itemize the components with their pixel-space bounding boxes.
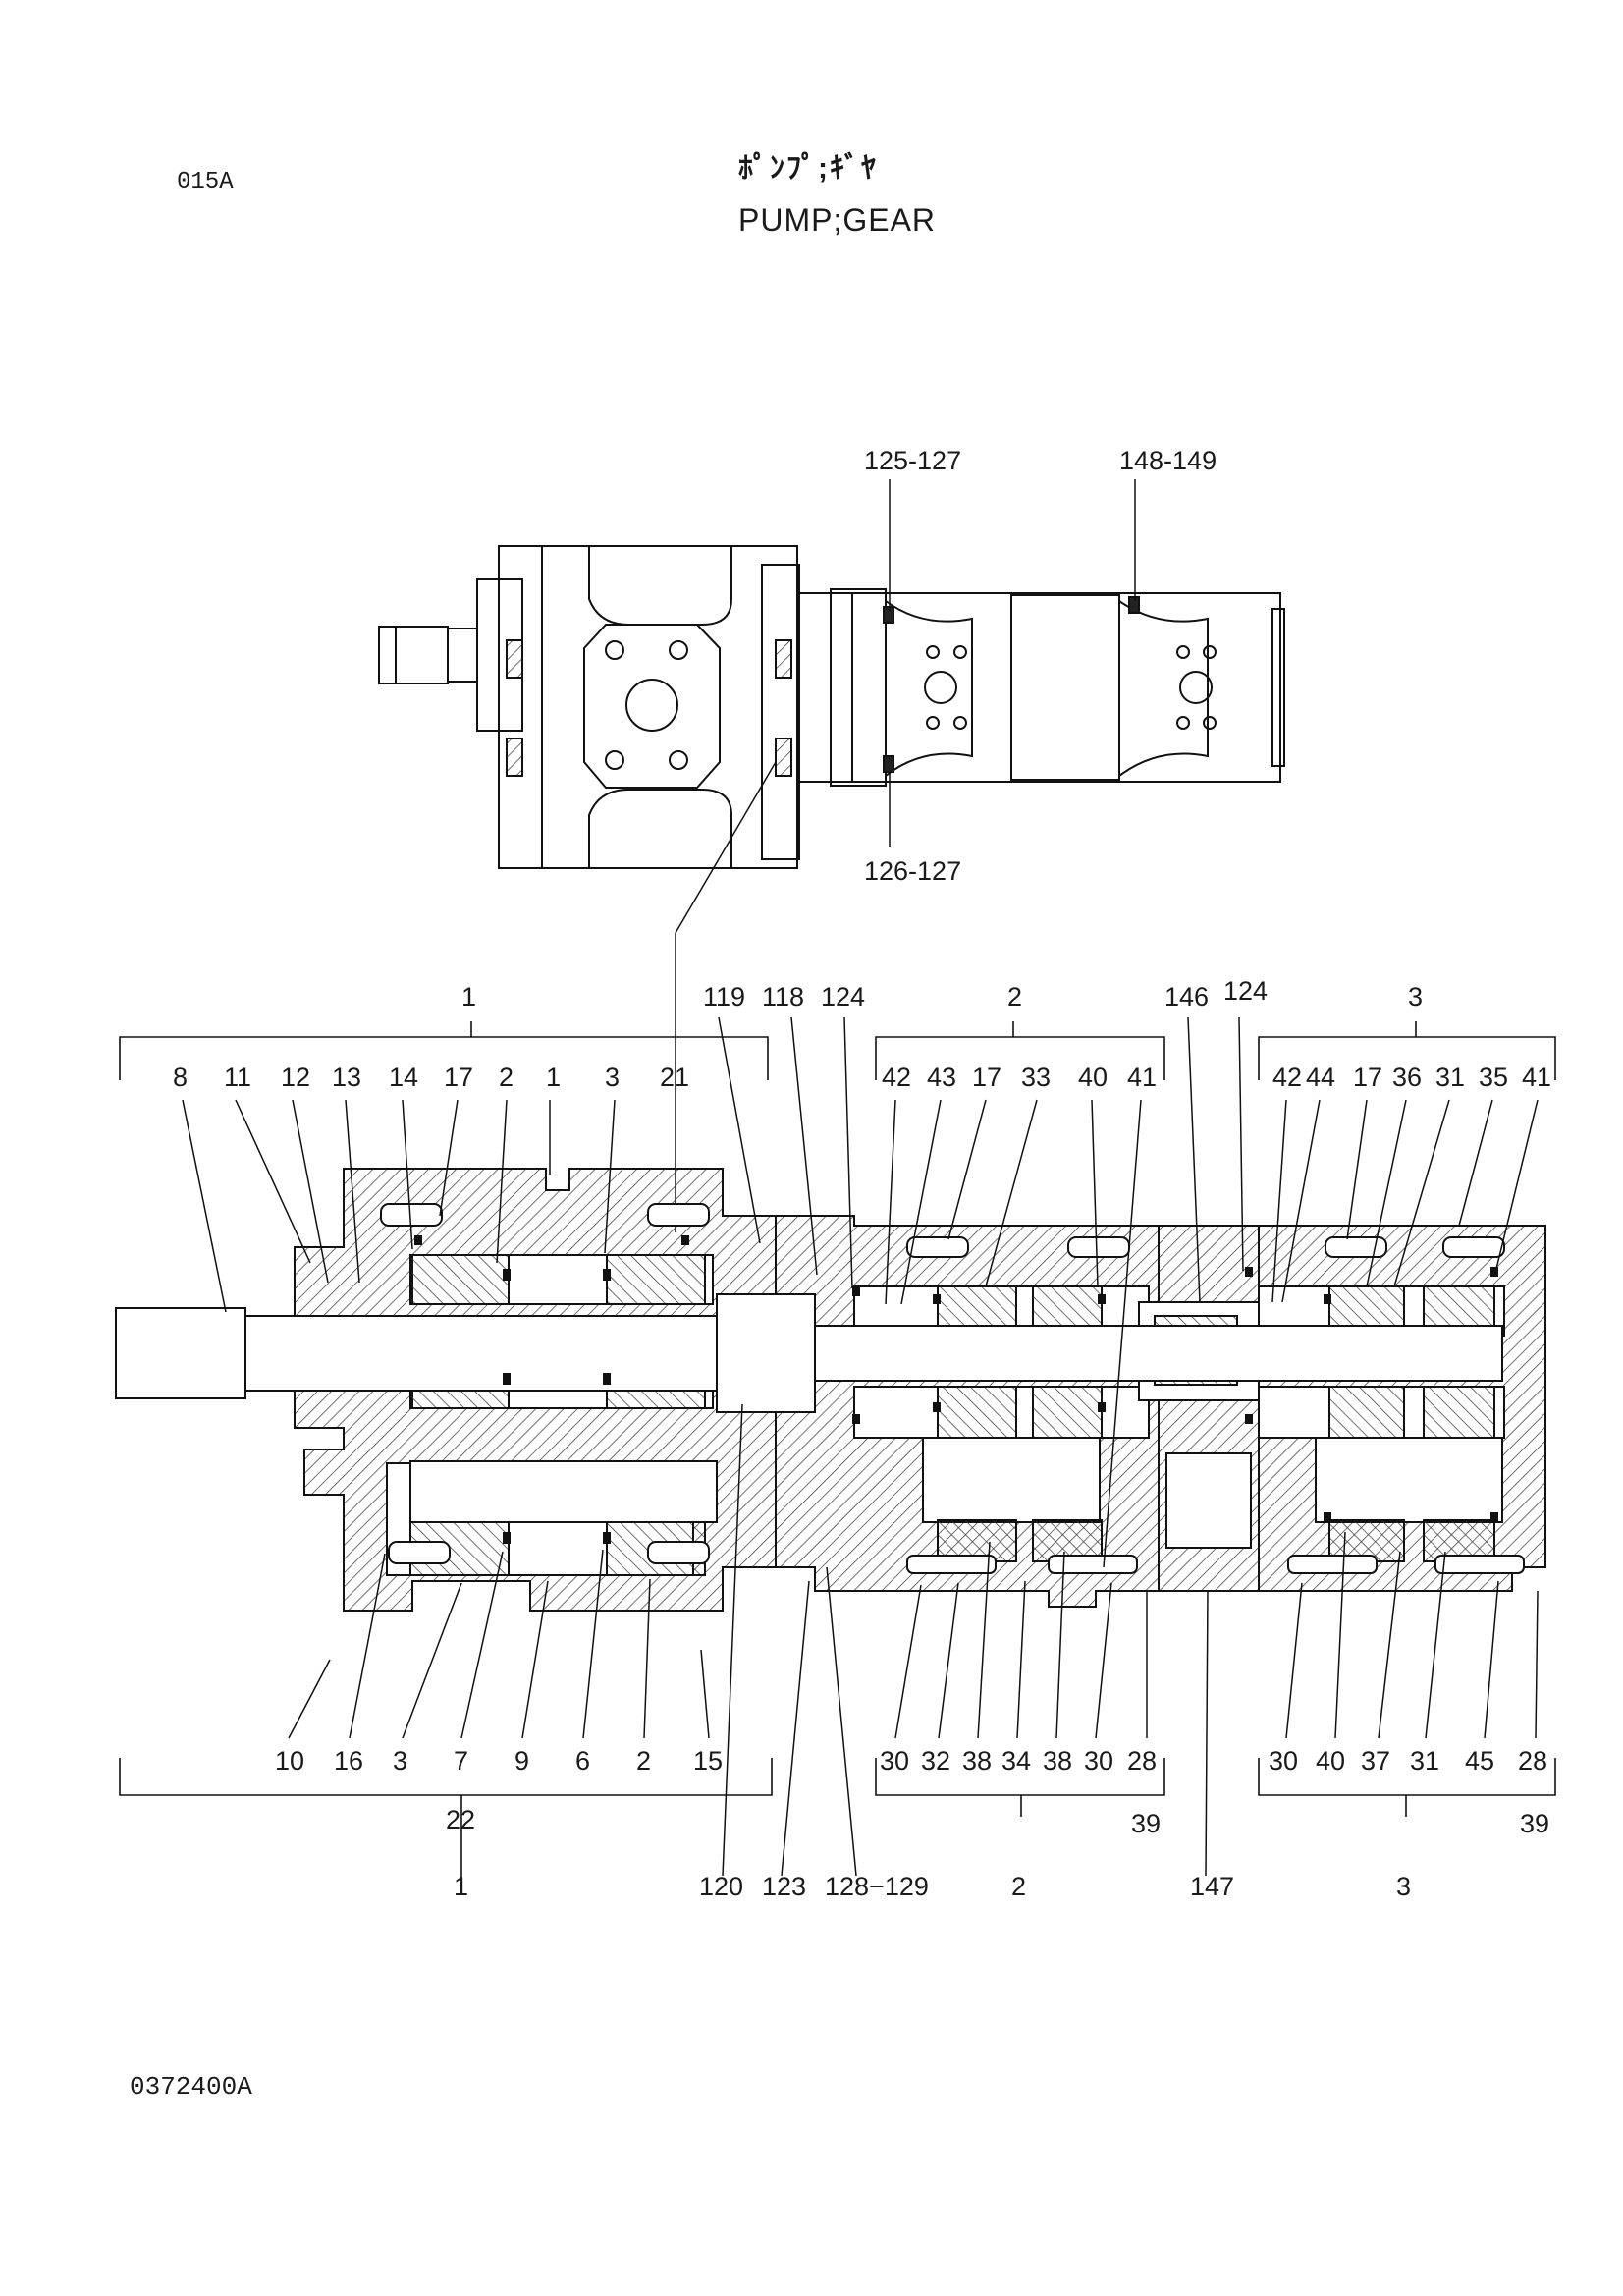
callout: 2: [636, 1746, 651, 1776]
callout: 128−129: [825, 1872, 929, 1901]
callout: 11: [224, 1063, 251, 1092]
callout: 45: [1465, 1746, 1494, 1776]
callout-125-127: 125-127: [864, 446, 961, 475]
callout: 37: [1361, 1746, 1390, 1776]
callout: 41: [1127, 1063, 1157, 1092]
callout: 33: [1021, 1063, 1051, 1092]
callout: 1: [546, 1063, 561, 1092]
group-2-bottom: 2: [1011, 1872, 1026, 1901]
top-callout-leaders: [182, 1016, 1539, 1568]
callout: 38: [962, 1746, 992, 1776]
callout: 147: [1190, 1872, 1234, 1901]
bottom-callouts: 10 16 3 7 9 6 2 15 30 32 38 34 38 30 28 …: [275, 1746, 1547, 1776]
callout: 146: [1164, 982, 1209, 1011]
callout: 40: [1078, 1063, 1108, 1092]
title-japanese: ﾎﾟﾝﾌﾟ;ｷﾞﾔ: [738, 152, 878, 185]
callout: 28: [1127, 1746, 1157, 1776]
callout: 32: [921, 1746, 950, 1776]
top-front-body: [541, 545, 798, 869]
top-shaft: [378, 626, 449, 684]
callout: 40: [1316, 1746, 1345, 1776]
title-english: PUMP;GEAR: [738, 202, 937, 238]
page-code: 015A: [177, 169, 234, 195]
callout: 119: [703, 982, 745, 1011]
callout: 8: [173, 1063, 188, 1092]
callout: 31: [1435, 1063, 1465, 1092]
group-2-top: 2: [1007, 982, 1022, 1011]
section-view: [115, 1168, 1546, 1612]
group-1-bottom: 1: [454, 1872, 468, 1901]
callout: 12: [281, 1063, 310, 1092]
callout: 30: [880, 1746, 909, 1776]
callout: 16: [334, 1746, 363, 1776]
drive-shaft-end: [115, 1307, 246, 1399]
callout: 21: [660, 1063, 689, 1092]
callout: 44: [1306, 1063, 1335, 1092]
callout: 15: [693, 1746, 723, 1776]
callout: 3: [393, 1746, 407, 1776]
group-3-bottom: 3: [1396, 1872, 1411, 1901]
callout: 3: [605, 1063, 620, 1092]
callout: 13: [332, 1063, 361, 1092]
callout: 17: [444, 1063, 473, 1092]
callout: 6: [575, 1746, 590, 1776]
callout: 42: [1272, 1063, 1302, 1092]
callout: 41: [1522, 1063, 1551, 1092]
callout: 9: [514, 1746, 529, 1776]
callout: 14: [389, 1063, 418, 1092]
group-3-top: 3: [1408, 982, 1423, 1011]
callout: 124: [1223, 976, 1268, 1006]
group-1-top: 1: [461, 982, 476, 1011]
top-view: [378, 545, 1285, 869]
callout: 42: [882, 1063, 911, 1092]
main-shaft: [244, 1315, 718, 1392]
group-39b: 39: [1520, 1809, 1549, 1838]
callout: 34: [1001, 1746, 1031, 1776]
drawing-number: 0372400A: [130, 2072, 252, 2102]
callout: 2: [499, 1063, 514, 1092]
callout: 120: [699, 1872, 743, 1901]
callout-126-127: 126-127: [864, 856, 961, 886]
group-brackets: [119, 1021, 1556, 1891]
callout: 10: [275, 1746, 304, 1776]
callout: 7: [454, 1746, 468, 1776]
callout: 17: [1353, 1063, 1382, 1092]
lower-callouts: 120 123 128−129 147: [699, 1872, 1234, 1901]
callout: 38: [1043, 1746, 1072, 1776]
callout: 36: [1392, 1063, 1422, 1092]
callout: 30: [1084, 1746, 1113, 1776]
top-flange: [583, 624, 721, 789]
top-callouts: 8 11 12 13 14 17 2 1 3 21 119 118 124 42…: [173, 976, 1551, 1092]
seal-marks: [414, 1235, 1498, 1544]
callout: 43: [927, 1063, 956, 1092]
bottom-callout-leaders: [288, 1403, 1539, 1877]
callout: 30: [1269, 1746, 1298, 1776]
callout: 17: [972, 1063, 1001, 1092]
callout: 28: [1518, 1746, 1547, 1776]
callout: 123: [762, 1872, 806, 1901]
callout: 31: [1410, 1746, 1439, 1776]
callout: 35: [1479, 1063, 1508, 1092]
callout: 118: [762, 982, 804, 1011]
group-39a: 39: [1131, 1809, 1161, 1838]
callout: 124: [821, 982, 865, 1011]
callout-148-149: 148-149: [1119, 446, 1217, 475]
group-22: 22: [446, 1805, 475, 1834]
